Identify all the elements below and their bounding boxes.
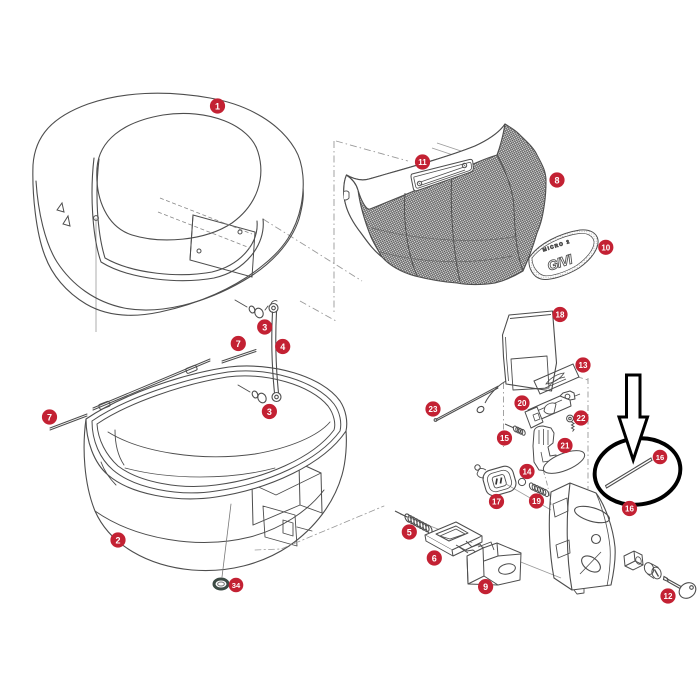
svg-text:7: 7 [236, 339, 241, 349]
svg-text:15: 15 [500, 434, 509, 443]
svg-text:1: 1 [215, 101, 220, 111]
svg-text:2: 2 [115, 535, 120, 545]
svg-text:14: 14 [523, 468, 532, 477]
svg-text:6: 6 [432, 553, 437, 563]
svg-text:10: 10 [601, 243, 610, 252]
svg-text:20: 20 [518, 399, 527, 408]
svg-text:18: 18 [556, 311, 565, 320]
svg-text:13: 13 [579, 361, 588, 370]
svg-text:19: 19 [532, 497, 541, 506]
svg-text:21: 21 [561, 442, 570, 451]
svg-text:3: 3 [262, 322, 267, 332]
svg-text:11: 11 [418, 158, 427, 167]
svg-text:16: 16 [656, 453, 664, 462]
svg-text:5: 5 [407, 527, 412, 537]
svg-text:12: 12 [664, 592, 673, 601]
svg-text:8: 8 [554, 175, 559, 185]
svg-text:9: 9 [483, 582, 488, 592]
svg-text:17: 17 [492, 498, 501, 507]
svg-text:4: 4 [280, 342, 285, 352]
svg-text:3: 3 [267, 407, 272, 417]
svg-text:23: 23 [429, 405, 438, 414]
svg-text:34: 34 [232, 581, 241, 590]
svg-text:16: 16 [625, 505, 634, 514]
svg-text:22: 22 [577, 414, 586, 423]
svg-text:7: 7 [47, 412, 52, 422]
